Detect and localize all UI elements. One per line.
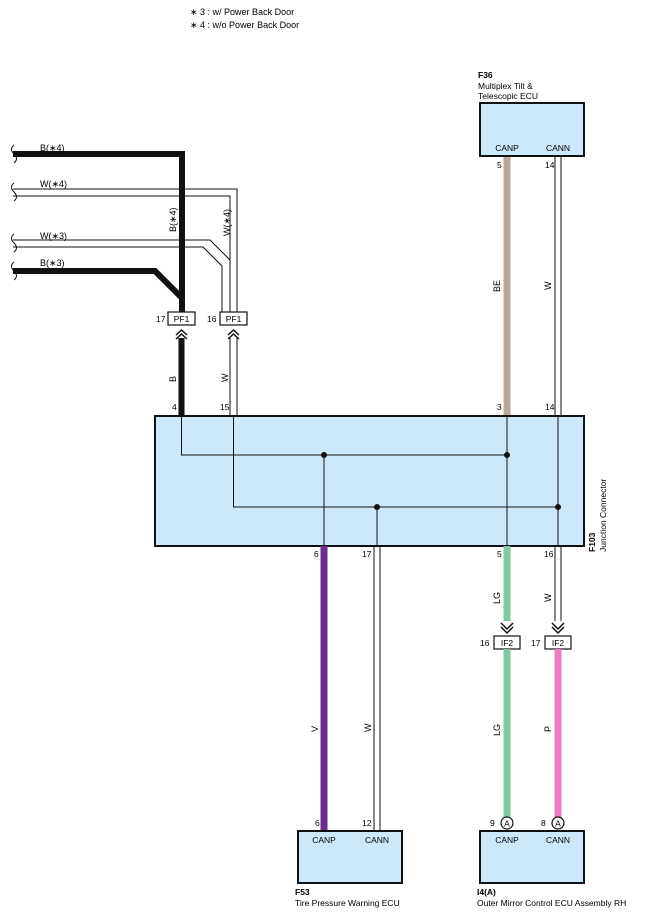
junction-internal-lines (181, 416, 559, 546)
label-w: W (220, 373, 230, 382)
f53-name: Tire Pressure Warning ECU (295, 898, 400, 908)
label-w-star4: W(∗4) (40, 179, 67, 189)
connector-a-9-letter: A (504, 819, 510, 829)
pin-jc-bot-17: 17 (362, 549, 372, 559)
connector-pf1-17 (167, 311, 196, 326)
f36-pin-cann: CANN (546, 143, 570, 153)
label-p: P (543, 726, 553, 732)
i4-pin-cann: CANN (546, 835, 570, 845)
pin-f36-14: 14 (545, 160, 555, 170)
f36-name-line1: Multiplex Tilt & (478, 81, 533, 91)
label-w-star3: W(∗3) (40, 231, 67, 241)
connector-a-8-pin: 8 (541, 818, 546, 828)
connector-a-8-letter: A (555, 819, 561, 829)
wire-w-star3 (13, 239, 231, 318)
junction-connector-box (154, 415, 585, 547)
wire-w-star4 (13, 188, 238, 318)
chevron-if2-16-icon (500, 622, 514, 635)
pin-jc-top-3: 3 (497, 402, 502, 412)
pin-jc-bot-5: 5 (497, 549, 502, 559)
connector-a-8 (551, 816, 565, 830)
connector-if2-17-name: IF2 (552, 638, 565, 648)
label-b-star4-vertical: B(∗4) (168, 207, 178, 232)
f36-ecu-box (479, 102, 585, 157)
connector-a-9-pin: 9 (490, 818, 495, 828)
i4-code: I4(A) (477, 887, 496, 897)
connector-if2-16-pin: 16 (480, 638, 490, 648)
connector-pf1-17-name: PF1 (174, 314, 190, 324)
junction-name: Junction Connector (598, 479, 608, 552)
label-lg-lower: LG (492, 724, 502, 736)
connector-pf1-16-pin: 16 (207, 314, 217, 324)
i4-pin-canp: CANP (495, 835, 519, 845)
label-b: B (168, 376, 178, 382)
chevron-if2-17-icon (551, 622, 565, 635)
f53-ecu-box (297, 830, 403, 884)
pin-jc-bot-6: 6 (314, 549, 319, 559)
pin-jc-bot-16: 16 (544, 549, 554, 559)
junction-dots (321, 452, 561, 510)
label-w-upper: W (543, 593, 553, 602)
f36-code: F36 (478, 70, 493, 80)
connector-pf1-17-pin: 17 (156, 314, 166, 324)
note-star4: ∗ 4 : w/o Power Back Door (190, 20, 299, 30)
note-star3: ∗ 3 : w/ Power Back Door (190, 7, 294, 17)
f53-pin-cann: CANN (365, 835, 389, 845)
chevron-pf1-16-icon (227, 328, 240, 340)
connector-pf1-16 (219, 311, 248, 326)
label-f36-w: W (543, 281, 553, 290)
f36-pin-canp: CANP (495, 143, 519, 153)
f53-code: F53 (295, 887, 310, 897)
label-lg-upper: LG (492, 592, 502, 604)
label-f53-w: W (363, 723, 373, 732)
label-v: V (310, 726, 320, 732)
wire-w-star3-edge (13, 246, 223, 318)
connector-if2-17-pin: 17 (531, 638, 541, 648)
wire-b-star4 (13, 151, 185, 320)
i4-name: Outer Mirror Control ECU Assembly RH (477, 898, 626, 908)
label-b-star4: B(∗4) (40, 143, 65, 153)
pin-jc-top-14: 14 (545, 402, 555, 412)
connector-if2-16-name: IF2 (501, 638, 514, 648)
label-be: BE (492, 280, 502, 292)
pin-f53-12: 12 (362, 818, 372, 828)
pin-f53-6: 6 (315, 818, 320, 828)
label-b-star3: B(∗3) (40, 258, 65, 268)
chevron-pf1-17-icon (175, 328, 188, 340)
connector-a-9 (500, 816, 514, 830)
connector-pf1-16-name: PF1 (226, 314, 242, 324)
f53-pin-canp: CANP (312, 835, 336, 845)
wire-b-star3 (13, 268, 185, 301)
pin-f36-5: 5 (497, 160, 502, 170)
break-marks (11, 144, 17, 281)
i4-ecu-box (479, 830, 585, 884)
f36-name-line2: Telescopic ECU (478, 91, 538, 101)
pin-jc-top-4: 4 (172, 402, 177, 412)
junction-code: F103 (587, 532, 597, 552)
label-w-star4-vertical: W(∗4) (222, 209, 232, 236)
wire-w-star4-edge (13, 195, 231, 318)
pin-jc-top-15: 15 (220, 402, 230, 412)
